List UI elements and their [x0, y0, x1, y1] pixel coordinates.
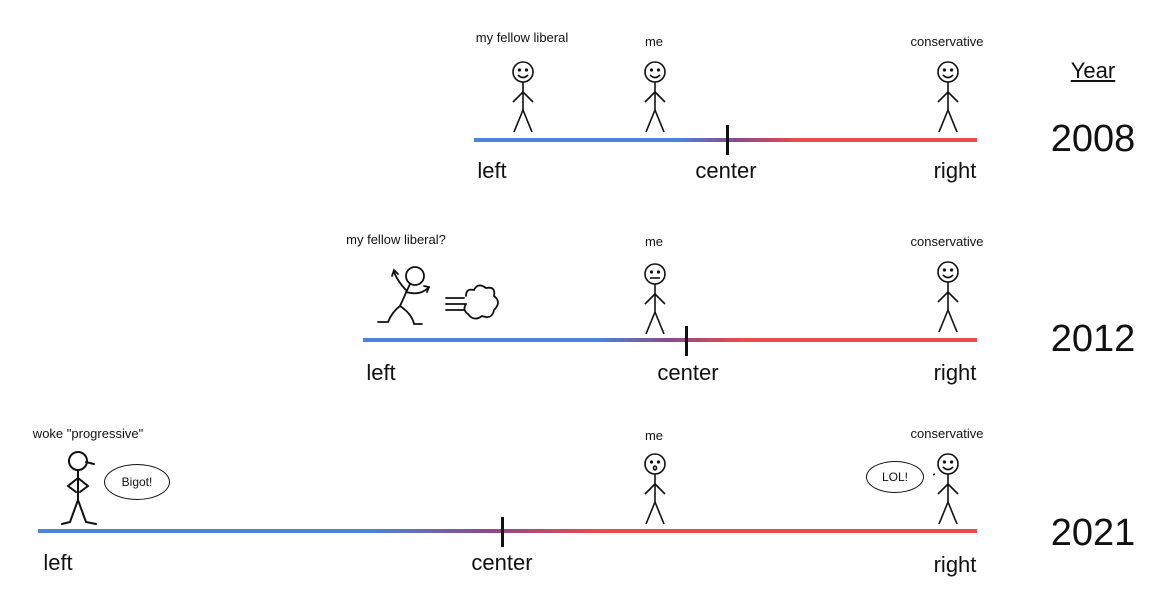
fellow-liberal-label-2008: my fellow liberal [475, 30, 569, 45]
conservative-label-2012: conservative [910, 234, 984, 249]
center-tick-2021 [501, 517, 504, 547]
me-label-2012: me [644, 234, 664, 249]
conservative-stick-figure-icon-2021 [933, 453, 959, 525]
lol-speech-bubble: LOL! [866, 461, 924, 493]
year-label-2008: 2008 [1050, 118, 1136, 160]
spectrum-line-2021 [38, 529, 977, 533]
axis-right-label-2021: right [933, 552, 977, 577]
conservative-label-2008: conservative [910, 34, 984, 49]
woke-progressive-stick-figure-icon [61, 451, 97, 525]
lol-speech-text: LOL! [881, 470, 908, 484]
me-stick-figure-icon [644, 61, 666, 133]
axis-left-label-2021: left [43, 550, 73, 575]
bigot-speech-bubble: Bigot! [104, 464, 170, 500]
conservative-stick-figure-icon-2012 [937, 261, 959, 333]
axis-center-label-2012: center [657, 360, 719, 385]
axis-left-label-2012: left [366, 360, 396, 385]
year-label-2021: 2021 [1050, 512, 1136, 554]
axis-center-label-2021: center [471, 550, 533, 575]
spectrum-line-2012 [363, 338, 977, 342]
year-column-header: Year [1070, 58, 1116, 83]
axis-right-label-2012: right [933, 360, 977, 385]
me-stick-figure-icon-2012 [644, 263, 666, 335]
fellow-liberal-label-2012: my fellow liberal? [346, 232, 446, 247]
axis-center-label-2008: center [695, 158, 757, 183]
axis-right-label-2008: right [933, 158, 977, 183]
me-label-2008: me [644, 34, 664, 49]
year-label-2012: 2012 [1050, 318, 1136, 360]
running-liberal-stick-figure-icon [377, 266, 499, 325]
axis-left-label-2008: left [477, 158, 507, 183]
center-tick-2008 [726, 125, 729, 155]
conservative-stick-figure-icon [937, 61, 959, 133]
fellow-liberal-stick-figure-icon [512, 61, 534, 133]
woke-progressive-label: woke "progressive" [32, 426, 144, 441]
me-stick-figure-icon-2021 [644, 453, 666, 525]
center-tick-2012 [685, 326, 688, 356]
me-label-2021: me [644, 428, 664, 443]
bigot-speech-text: Bigot! [121, 475, 153, 489]
conservative-label-2021: conservative [910, 426, 984, 441]
spectrum-line-2008 [474, 138, 977, 142]
